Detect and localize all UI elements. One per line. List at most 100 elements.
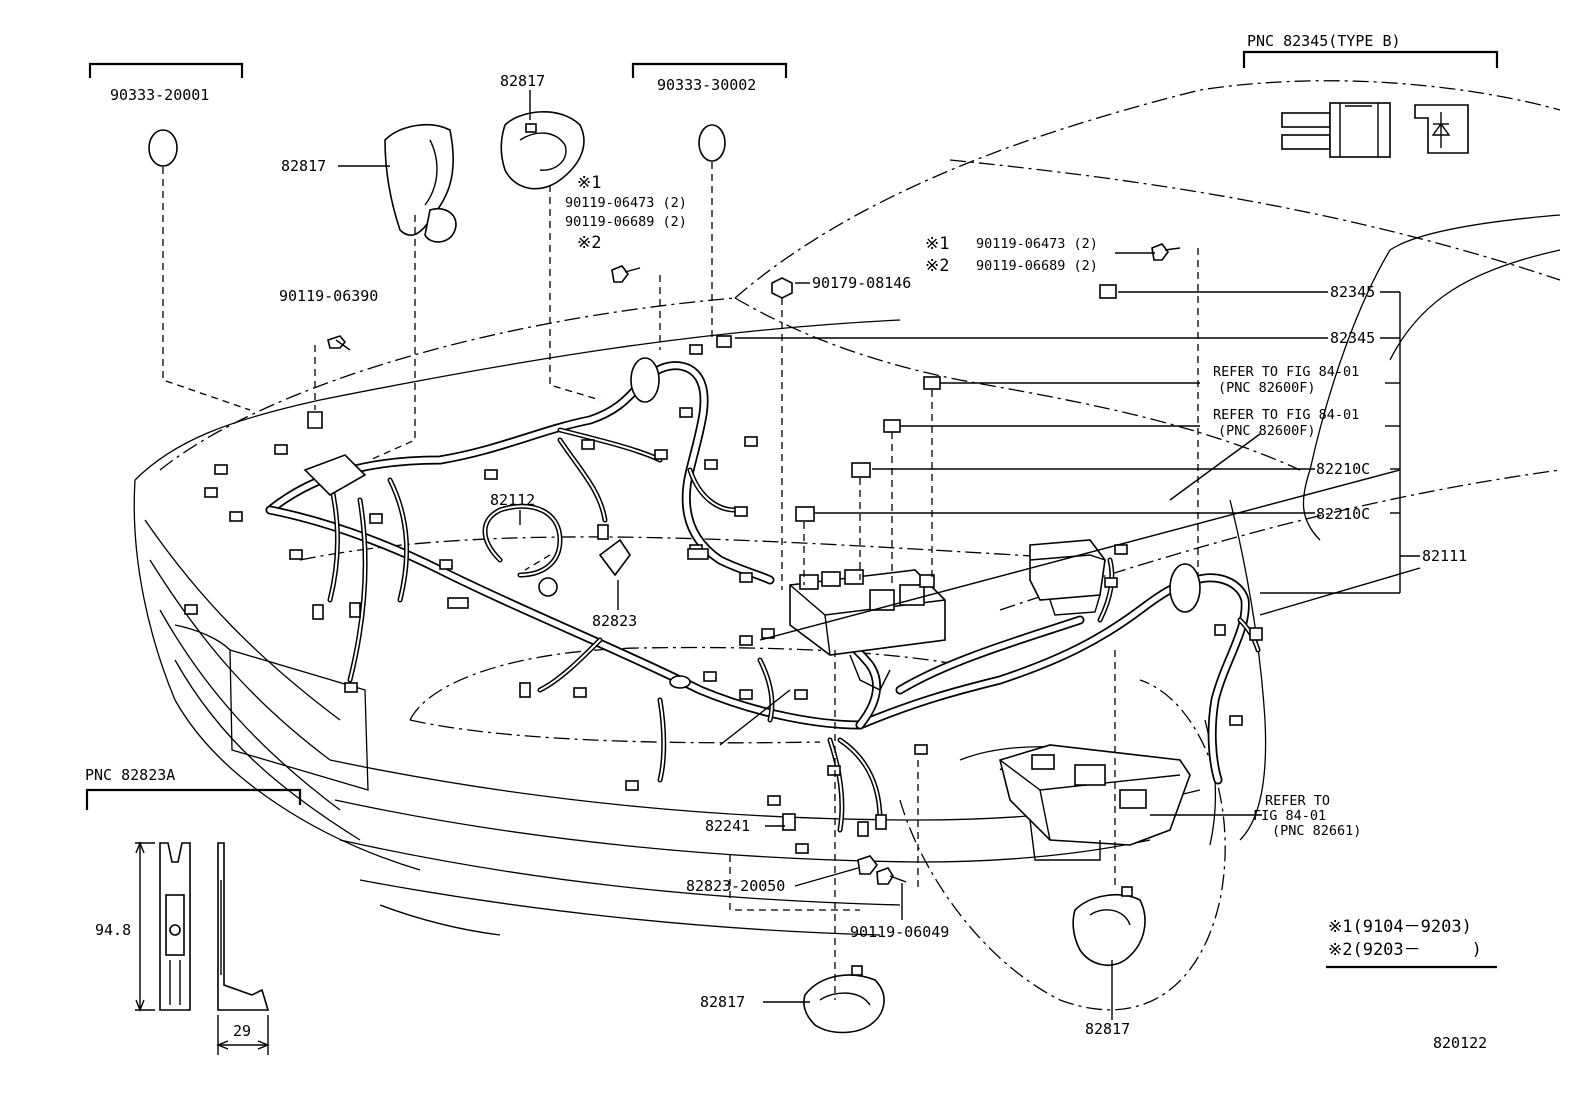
- connector: [914, 744, 928, 755]
- connector: [739, 635, 753, 646]
- bolt-icon: [611, 265, 641, 283]
- connector: [1229, 715, 1243, 726]
- connector: [689, 344, 703, 355]
- inset-title-82345: PNC 82345(TYPE B): [1247, 32, 1401, 50]
- connector: [687, 548, 709, 560]
- fuse: [851, 462, 871, 478]
- protector-top-left: [384, 124, 457, 243]
- label-clip-90333-20001: 90333-20001: [110, 86, 209, 104]
- connector: [229, 511, 243, 522]
- label-refer-fig-84-01: REFER TO FIG 84-01: [1213, 407, 1359, 423]
- connector: [1104, 577, 1118, 588]
- clamp-icon: [857, 855, 879, 875]
- clamp: [598, 538, 631, 577]
- legend-note-1: ※1(9104－9203): [1328, 917, 1472, 937]
- label-refer-fig-84-01: FIG 84-01: [1253, 808, 1326, 824]
- clip-90333-30002: [698, 124, 726, 162]
- fuse: [923, 376, 941, 390]
- label-refer-to: REFER TO: [1265, 793, 1330, 809]
- connector: [625, 780, 639, 791]
- connector: [739, 572, 753, 583]
- connector-82241-icon: [767, 795, 796, 831]
- dimension-lines: [135, 841, 270, 1055]
- label-clip-90333-30002: 90333-30002: [657, 76, 756, 94]
- label-protector-82817: 82817: [1085, 1020, 1130, 1038]
- engine-wire-harness: [184, 284, 1263, 861]
- connector: [827, 765, 841, 776]
- label-fuse-82210c: 82210C: [1316, 460, 1370, 478]
- connector: [274, 444, 288, 455]
- protector-top: [500, 111, 585, 190]
- connector: [1249, 627, 1263, 641]
- dimension-width: 29: [233, 1022, 251, 1040]
- label-refer-fig-84-01: REFER TO FIG 84-01: [1213, 364, 1359, 380]
- inset-title-82823a: PNC 82823A: [85, 766, 175, 784]
- connector: [369, 513, 383, 524]
- fuse: [883, 419, 901, 433]
- assembly-leader-lines: [162, 162, 1199, 1000]
- connector: [214, 464, 228, 475]
- label-refer-pnc-82600f: (PNC 82600F): [1218, 380, 1316, 396]
- connector: [857, 821, 869, 837]
- label-bolt-90119-06049: 90119-06049: [850, 923, 949, 941]
- relay: [716, 335, 732, 348]
- nut-icon: [771, 277, 793, 299]
- label-harness-82111: 82111: [1422, 547, 1467, 565]
- connector: [484, 469, 498, 480]
- connector: [703, 671, 717, 682]
- bolt-icon: [876, 867, 907, 885]
- label-refer-pnc-82600f: (PNC 82600F): [1218, 423, 1316, 439]
- connector: [739, 689, 753, 700]
- connector: [312, 604, 324, 620]
- connector: [289, 549, 303, 560]
- connector: [344, 682, 358, 693]
- connector: [439, 559, 453, 570]
- connector: [679, 407, 693, 418]
- clip-90333-20001: [148, 129, 178, 167]
- label-clamp-82823: 82823: [592, 612, 637, 630]
- grommet: [630, 357, 660, 403]
- connector: [184, 604, 198, 615]
- note-mark-2: ※2: [925, 256, 949, 276]
- connector: [1214, 624, 1226, 636]
- label-protector-82817: 82817: [700, 993, 745, 1011]
- note-mark-2: ※2: [577, 233, 601, 253]
- connector: [734, 506, 748, 517]
- label-harness-82112: 82112: [490, 491, 535, 509]
- connector: [519, 682, 531, 698]
- connector: [795, 843, 809, 854]
- connector: [447, 597, 469, 609]
- battery-tray: [999, 744, 1191, 861]
- label-refer-pnc-82661: (PNC 82661): [1272, 823, 1361, 839]
- label-fuse-82210c: 82210C: [1316, 505, 1370, 523]
- connector: [581, 439, 595, 450]
- relay-side-view: [1281, 102, 1391, 158]
- connector: [744, 436, 758, 447]
- clamp-side-view: [217, 842, 270, 1011]
- part-number-labels: 90333-20001 90333-30002 82817 82817 9011…: [110, 72, 1467, 1038]
- date-code-legend: ※1(9104－9203) ※2(9203－ ): [1328, 917, 1482, 960]
- label-relay-82345: 82345: [1330, 329, 1375, 347]
- connector: [875, 814, 887, 830]
- protector-right: [1072, 886, 1146, 966]
- label-brackets: [85, 50, 1499, 969]
- label-relay-82345: 82345: [1330, 283, 1375, 301]
- label-leader-lines: [338, 90, 1421, 1020]
- label-protector-82817: 82817: [281, 157, 326, 175]
- legend-note-2: ※2(9203－ ): [1328, 940, 1482, 960]
- connector: [597, 524, 609, 540]
- vehicle-body-outline: [133, 80, 1561, 1011]
- connector: [1114, 544, 1128, 555]
- bolt-icon: [327, 335, 351, 351]
- connector: [654, 449, 668, 460]
- note-mark-1: ※1: [577, 173, 601, 193]
- label-bolt-90119-06473: 90119-06473 (2): [565, 195, 687, 211]
- label-clamp-82823-20050: 82823-20050: [686, 877, 785, 895]
- note-mark-1: ※1: [925, 234, 949, 254]
- fuse: [795, 506, 815, 522]
- label-bolt-90119-06689: 90119-06689 (2): [565, 214, 687, 230]
- relay: [1099, 284, 1117, 299]
- inset-clamp-82823a: PNC 82823A 94.8 29: [85, 766, 270, 1055]
- label-protector-82817: 82817: [500, 72, 545, 90]
